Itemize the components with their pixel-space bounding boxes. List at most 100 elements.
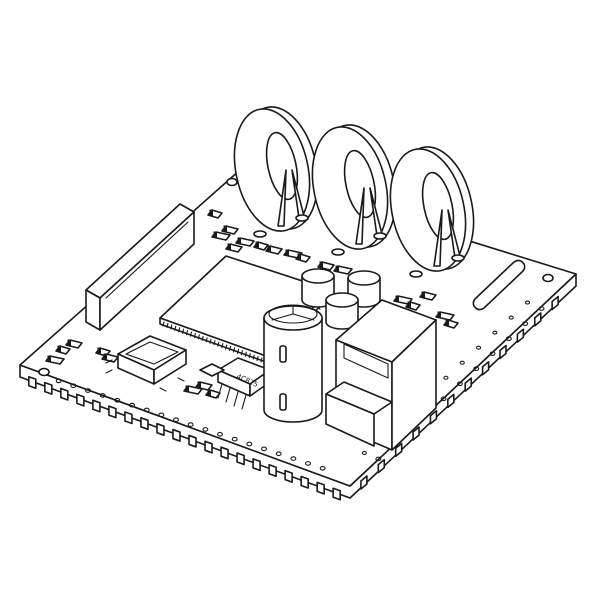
toroidal-inductor bbox=[389, 146, 475, 278]
castellated-pad bbox=[429, 409, 438, 425]
qfp-pin bbox=[244, 351, 247, 357]
smd-components bbox=[45, 209, 459, 399]
smd-terminal bbox=[213, 231, 217, 238]
qfp-pin bbox=[189, 331, 192, 337]
smd-terminal bbox=[285, 249, 289, 256]
smd-terminal bbox=[335, 265, 339, 272]
qfp-pin bbox=[197, 334, 200, 340]
castellated-pad bbox=[360, 475, 368, 490]
castellated-pad bbox=[464, 377, 473, 392]
castellated-pad bbox=[28, 375, 37, 389]
via-hole bbox=[522, 321, 529, 326]
castellated-pads-right bbox=[360, 295, 559, 490]
castellated-pad bbox=[252, 458, 261, 472]
qfp-pin bbox=[221, 343, 224, 349]
header-connector bbox=[85, 203, 195, 331]
mounting-hole bbox=[226, 177, 238, 187]
castellated-pads-left bbox=[28, 375, 341, 501]
via-hole bbox=[375, 456, 382, 462]
castellated-pad bbox=[92, 399, 101, 413]
qfp-pin bbox=[170, 324, 173, 330]
smd-terminal bbox=[197, 381, 201, 388]
smd-terminal bbox=[297, 253, 301, 260]
via-hole bbox=[231, 436, 238, 442]
smd-terminal bbox=[319, 261, 323, 268]
via-hole bbox=[173, 417, 179, 423]
castellated-pad bbox=[394, 442, 403, 458]
castellated-pad bbox=[268, 464, 277, 478]
via-hole bbox=[129, 402, 135, 408]
via-hole bbox=[476, 345, 482, 350]
via-hole bbox=[246, 441, 253, 447]
via-hole bbox=[456, 381, 463, 387]
electrolytic-capacitors-small bbox=[301, 268, 381, 330]
castellated-pad bbox=[300, 475, 309, 489]
smd-terminal bbox=[445, 319, 449, 326]
smd-terminal bbox=[97, 347, 101, 354]
via-hole bbox=[524, 300, 531, 305]
qfp-pin bbox=[233, 347, 236, 353]
qfp-pin bbox=[240, 350, 243, 356]
via-hole bbox=[473, 366, 480, 372]
castellated-pad bbox=[76, 393, 85, 407]
castellated-pad bbox=[204, 440, 213, 454]
via-hole bbox=[508, 315, 514, 320]
via-hole bbox=[114, 397, 121, 403]
smd-terminal bbox=[209, 209, 213, 216]
qfp-pin bbox=[162, 321, 165, 327]
smd-terminal bbox=[437, 311, 441, 318]
qfp-pin bbox=[178, 327, 181, 333]
via-hole bbox=[187, 422, 194, 427]
castellated-pad bbox=[44, 381, 53, 395]
smd-terminal bbox=[57, 345, 61, 352]
smd-terminal bbox=[67, 339, 71, 346]
smd-terminal bbox=[227, 243, 231, 250]
via-hole bbox=[70, 383, 77, 389]
voltage-regulator: 4C825 bbox=[199, 357, 271, 410]
castellated-pad bbox=[551, 295, 559, 311]
electrolytic-capacitor-large bbox=[263, 304, 323, 423]
via-hole bbox=[305, 461, 311, 466]
castellated-pad bbox=[377, 458, 386, 474]
castellated-pad bbox=[316, 481, 325, 495]
via-hole bbox=[319, 465, 326, 471]
castellated-pad bbox=[140, 417, 149, 431]
castellated-pad bbox=[188, 434, 197, 448]
via-hole bbox=[443, 375, 449, 380]
castellated-pad bbox=[284, 469, 293, 483]
qfp-pin bbox=[256, 356, 259, 362]
qfp-pin bbox=[213, 340, 216, 346]
smd-terminal bbox=[185, 385, 189, 392]
via-hole bbox=[492, 330, 498, 335]
castellated-pad bbox=[516, 328, 525, 343]
castellated-pad bbox=[108, 405, 117, 419]
via-hole bbox=[202, 427, 209, 432]
via-hole bbox=[55, 378, 62, 384]
castellated-pad bbox=[481, 361, 490, 376]
via-hole bbox=[99, 393, 106, 398]
qfp-pin bbox=[225, 344, 228, 350]
castellated-pad bbox=[447, 393, 455, 409]
castellated-pad bbox=[220, 446, 229, 460]
via-hole bbox=[361, 450, 367, 456]
via-hole bbox=[290, 456, 297, 461]
toroidal-inductor bbox=[233, 106, 319, 238]
via-hole bbox=[85, 388, 91, 393]
qfp-pin bbox=[174, 325, 177, 331]
optocoupler bbox=[105, 335, 187, 392]
qfp-pin bbox=[193, 332, 196, 339]
qfp-pin bbox=[182, 328, 185, 334]
qfp-pin bbox=[248, 353, 251, 359]
smd-terminal bbox=[255, 241, 259, 248]
qfp-pin bbox=[205, 337, 208, 343]
castellated-pad bbox=[60, 387, 69, 401]
via-hole bbox=[158, 412, 165, 418]
smd-terminal bbox=[223, 225, 227, 232]
toroidal-inductors bbox=[233, 106, 475, 278]
castellated-pad bbox=[533, 312, 542, 327]
qfp-pin bbox=[236, 348, 240, 354]
smd-terminal bbox=[421, 291, 425, 298]
smd-terminal bbox=[103, 353, 107, 360]
qfp-pin bbox=[217, 341, 220, 347]
